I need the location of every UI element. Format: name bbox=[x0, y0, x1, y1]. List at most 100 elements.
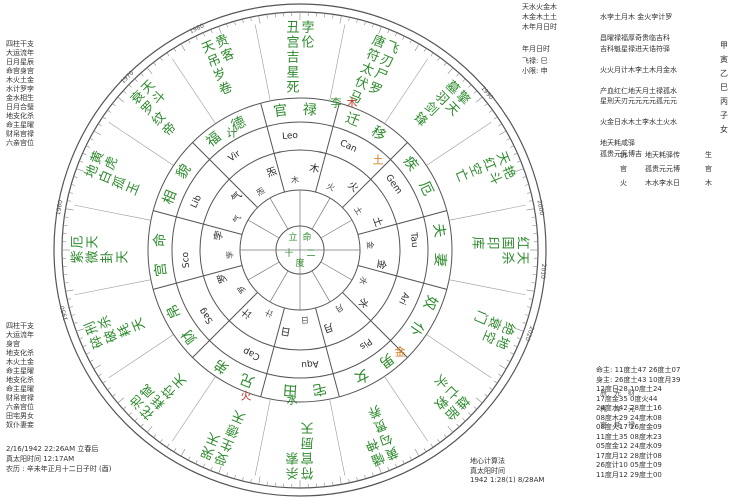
tick bbox=[506, 359, 511, 362]
outer-divider bbox=[108, 121, 174, 166]
tick bbox=[528, 298, 533, 300]
calc-solar-label: 真太阳时间 bbox=[470, 467, 505, 475]
tick bbox=[484, 393, 488, 397]
legend-item: 命主星曜 bbox=[6, 385, 34, 393]
tick bbox=[73, 176, 78, 178]
outer-house-char: 杀 bbox=[500, 251, 515, 264]
tick bbox=[68, 192, 74, 194]
outer-house-char: 碎 bbox=[88, 333, 107, 351]
star-mark: 水 bbox=[287, 394, 298, 407]
rp-col-char: 寅 bbox=[720, 55, 728, 64]
house-divider bbox=[192, 142, 258, 208]
tick bbox=[98, 123, 102, 127]
outer-house-char: 天 bbox=[493, 150, 512, 168]
degree-row: 身主: 26度土43 10度月39 bbox=[596, 375, 681, 384]
tick bbox=[250, 17, 252, 22]
tick bbox=[364, 21, 366, 26]
birth-date: 2/16/1942 22:26AM 立春后 bbox=[6, 445, 99, 453]
outer-divider bbox=[171, 376, 216, 442]
outer-house-char: 吊 bbox=[205, 52, 223, 71]
outer-house-char: 耗 bbox=[116, 321, 135, 339]
tick bbox=[218, 26, 222, 34]
tick bbox=[531, 282, 536, 284]
tick bbox=[134, 418, 138, 422]
rp-row: 产血红仁地天月土禄孤水 bbox=[600, 86, 677, 95]
inner-star-sub: 计 bbox=[263, 307, 275, 319]
outer-house-char: 生 bbox=[218, 435, 236, 454]
outer-divider bbox=[426, 334, 492, 379]
rp-top-line-3: 木年月日时 bbox=[522, 23, 557, 31]
outer-divider bbox=[384, 376, 429, 442]
inner-spoke bbox=[311, 197, 331, 230]
outer-house-char: 厨 bbox=[300, 435, 313, 450]
tick bbox=[159, 439, 163, 443]
tick bbox=[195, 35, 198, 40]
zodiac-sign: Vir bbox=[227, 149, 243, 164]
rp-label-1: 年月日时 bbox=[522, 45, 550, 53]
legend-item: 命宫身宫 bbox=[6, 67, 34, 75]
rp-table-b: 木水李水日 bbox=[645, 179, 680, 187]
outer-divider bbox=[449, 279, 526, 296]
inner-star: 炁 bbox=[265, 165, 279, 180]
tick bbox=[528, 200, 533, 202]
outer-house-char: 天 bbox=[205, 429, 223, 448]
outer-house-char: 卷 bbox=[217, 79, 235, 99]
mid-mark: 耗 bbox=[600, 405, 607, 413]
tick bbox=[117, 397, 125, 404]
outer-house-char: 天 bbox=[86, 235, 101, 248]
house-name-char: 夫 bbox=[430, 222, 448, 238]
tick bbox=[489, 387, 493, 391]
tick bbox=[65, 289, 74, 292]
inner-spoke bbox=[320, 219, 353, 239]
outer-house-char: 天 bbox=[300, 420, 313, 435]
degree-label: 1950 bbox=[59, 305, 70, 322]
outer-house-char: 飞 bbox=[383, 39, 401, 58]
tick bbox=[146, 67, 153, 75]
degree-row: 08度木29 24度木08 bbox=[596, 413, 662, 422]
outer-house-char: 红 bbox=[479, 155, 499, 173]
outer-house-char: 伦 bbox=[301, 36, 314, 51]
outer-house-char: 斗 bbox=[485, 169, 504, 187]
tick bbox=[378, 466, 382, 474]
legend-item: 四柱干支 bbox=[6, 40, 34, 48]
rp-table-a: 官 bbox=[620, 165, 627, 173]
tick bbox=[226, 472, 228, 477]
rp-table-a: 伤 bbox=[620, 151, 627, 159]
degree-row: 08度火17 26度金09 bbox=[596, 423, 662, 431]
tick bbox=[462, 78, 466, 82]
tick bbox=[82, 344, 87, 348]
tick bbox=[430, 52, 434, 57]
tick bbox=[188, 39, 191, 44]
tick bbox=[423, 448, 427, 452]
tick bbox=[456, 72, 460, 77]
inner-star-sub: 孛 bbox=[224, 251, 235, 260]
mid-mark: 库 bbox=[614, 405, 621, 413]
tick bbox=[67, 200, 72, 202]
tick bbox=[513, 152, 518, 156]
tick bbox=[524, 184, 529, 186]
legend-item: 金水相生 bbox=[6, 94, 34, 102]
outer-house-char: 地 bbox=[83, 163, 102, 181]
tick bbox=[85, 145, 90, 148]
legend-item: 命主星曜 bbox=[6, 367, 34, 375]
lunar-date: 农历 : 辛未年正月十二日子时 (酉) bbox=[6, 465, 112, 473]
rp-row: 星刑天刃元元元元孤元元 bbox=[600, 97, 677, 105]
tick bbox=[67, 298, 72, 300]
outer-house-char: 黄 bbox=[383, 443, 401, 462]
outer-house-char: 天 bbox=[200, 38, 218, 57]
inner-star-sub: 金 bbox=[365, 241, 376, 250]
house-name-char: 妻 bbox=[431, 252, 448, 267]
tick bbox=[516, 337, 521, 340]
tick bbox=[89, 359, 94, 362]
tick bbox=[356, 476, 358, 482]
tick bbox=[456, 423, 460, 428]
zodiac-sign: Ari bbox=[396, 290, 410, 305]
outer-house-char: 印 bbox=[485, 236, 500, 249]
tick bbox=[484, 103, 488, 107]
legend-item: 地支化杀 bbox=[6, 112, 34, 120]
outer-divider bbox=[329, 24, 346, 101]
rp-label-3: 小限: 申 bbox=[522, 67, 548, 75]
rp-row: 孤贵元元博吉 bbox=[600, 149, 642, 158]
tick bbox=[234, 21, 236, 26]
tick bbox=[506, 138, 511, 141]
